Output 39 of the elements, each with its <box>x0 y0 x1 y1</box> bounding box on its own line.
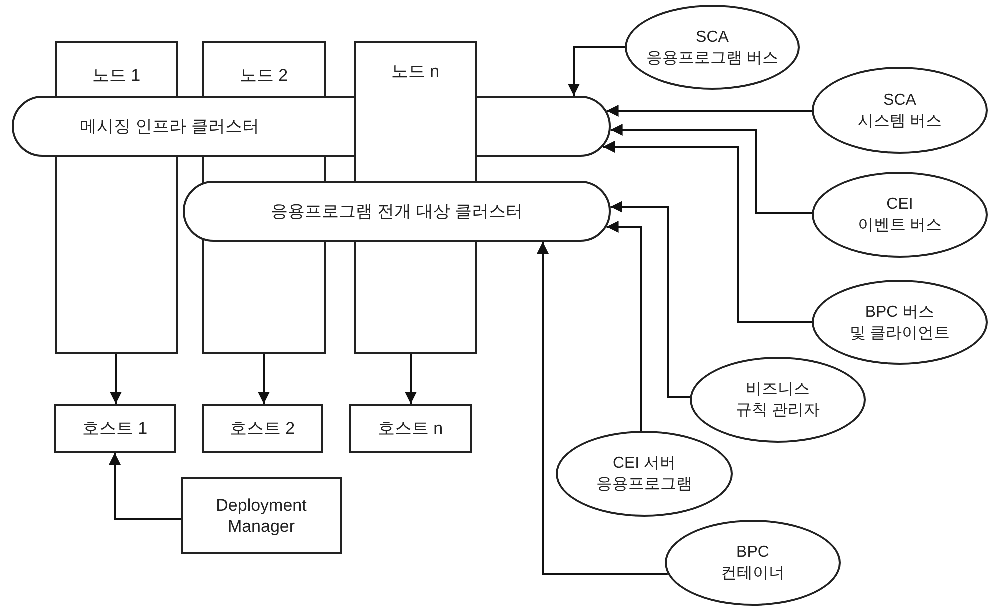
node-label: 규칙 관리자 <box>736 401 820 421</box>
node-label: 비즈니스 <box>746 380 810 400</box>
arrow <box>606 221 642 432</box>
arrow <box>258 354 270 404</box>
node-label: 호스트 1 <box>82 418 148 439</box>
node-label: 노드 1 <box>92 65 141 86</box>
node-label: 및 클라이언트 <box>850 324 950 344</box>
node-label: SCA <box>696 28 729 48</box>
node-label: 호스트 2 <box>230 418 296 439</box>
host-box <box>54 404 176 453</box>
arrow <box>610 201 690 398</box>
node-label: CEI <box>886 195 914 215</box>
arrow <box>109 453 181 520</box>
host-box <box>349 404 472 453</box>
node-label: 노드 2 <box>240 65 288 86</box>
node-label: 응용프로그램 버스 <box>646 48 779 68</box>
node-label: 시스템 버스 <box>858 112 942 132</box>
arrow <box>606 105 812 117</box>
node-label: 노드 n <box>391 61 440 82</box>
arrow <box>405 354 417 404</box>
node-label: Deployment Manager <box>215 494 308 536</box>
node-label: 메시징 인프라 클러스터 <box>80 116 260 137</box>
cluster-pill <box>183 181 611 242</box>
node-label: 응용프로그램 전개 대상 클러스터 <box>270 201 524 222</box>
node-label: CEI 서버 <box>612 454 676 474</box>
node-label: 컨테이너 <box>721 564 785 584</box>
arrow <box>110 354 122 404</box>
node-label: SCA <box>884 90 916 110</box>
arrow <box>568 46 625 96</box>
arrow <box>537 242 668 575</box>
arrow <box>610 124 812 214</box>
node-label: BPC <box>736 543 770 563</box>
node-label: 이벤트 버스 <box>858 216 942 236</box>
manager-box <box>181 477 342 554</box>
node-label: BPC 버스 <box>865 302 935 322</box>
node-label: 응용프로그램 <box>596 475 692 495</box>
host-box <box>202 404 323 453</box>
arrow <box>603 141 812 323</box>
node-label: 호스트 n <box>378 418 444 439</box>
